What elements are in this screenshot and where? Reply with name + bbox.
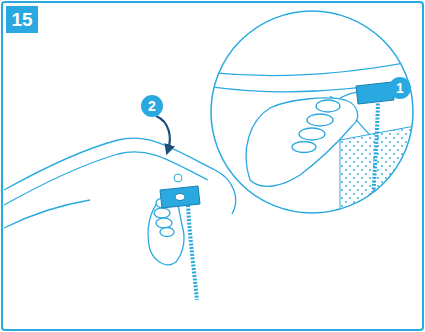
zoom-detail [205,60,420,220]
clip [160,186,200,208]
bed-edge-zoom [205,60,420,135]
callout-number: 1 [389,77,411,99]
cable [188,205,197,300]
stud [174,174,182,182]
callout-number: 2 [141,95,163,117]
frame [2,2,423,330]
turn-arrow [156,116,170,150]
step-number-text: 15 [11,9,32,31]
hand-zoom [246,92,368,186]
mattress-fabric [340,125,420,220]
callout-number-text: 2 [148,98,156,114]
bed-edge [4,138,236,228]
callout-number-text: 1 [396,80,404,96]
clip-hole [175,194,185,201]
cable-zoom [372,100,378,220]
step-number: 15 [6,6,38,33]
